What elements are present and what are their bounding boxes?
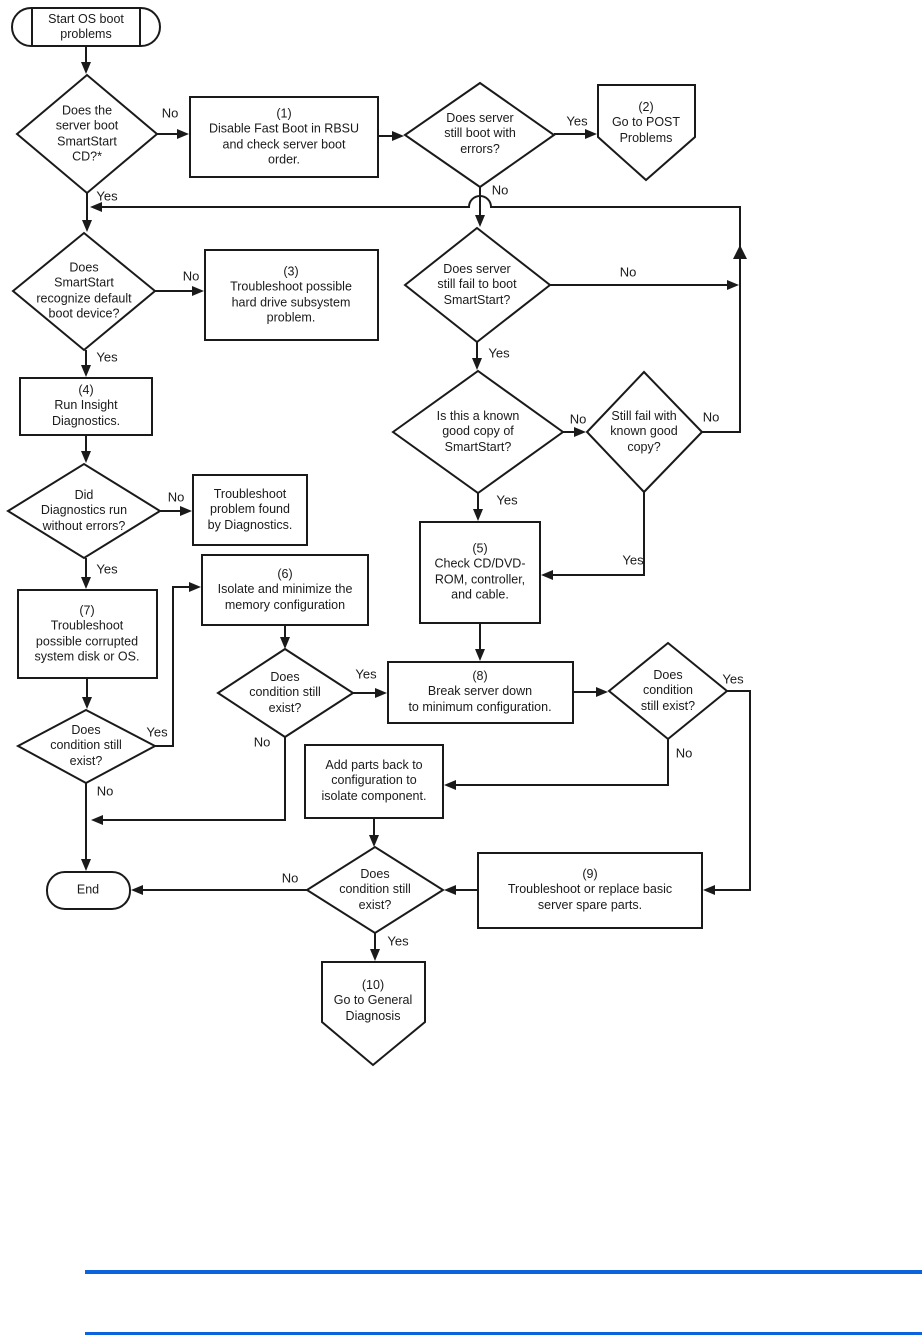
- b6-label: (6) Isolate and minimize the memory conf…: [217, 567, 353, 612]
- diamond-condition-mid: [216, 647, 355, 739]
- p2-label: (2) Go to POST Problems: [611, 100, 681, 145]
- bdiag-label: Troubleshoot problem found by Diagnostic…: [207, 487, 293, 532]
- b5-label: (5) Check CD/DVD- ROM, controller, and c…: [434, 541, 526, 602]
- edge-label-no: No: [161, 105, 179, 121]
- edge-label-no: No: [569, 411, 587, 427]
- dcondright-label: Does condition still exist?: [640, 668, 696, 713]
- edge-label-no: No: [253, 734, 271, 750]
- edge-label-no: No: [167, 489, 185, 505]
- edge-label-yes: Yes: [496, 492, 518, 508]
- b7-label: (7) Troubleshoot possible corrupted syst…: [34, 603, 140, 664]
- d6-label: Is this a known good copy of SmartStart?: [436, 409, 520, 454]
- d5-label: Does server still fail to boot SmartStar…: [437, 262, 517, 307]
- box-disable-fast-boot: [189, 96, 379, 178]
- box-run-insight-diagnostics: [19, 377, 153, 436]
- edge-label-yes: Yes: [622, 552, 644, 568]
- page-rule-bottom: [85, 1332, 922, 1335]
- terminator-start: [11, 7, 161, 47]
- b4-label: (4) Run Insight Diagnostics.: [51, 383, 121, 428]
- offpage-general-diagnosis: [321, 961, 426, 1067]
- edge-label-no: No: [281, 870, 299, 886]
- diamond-recognize-device: [11, 231, 157, 352]
- p10-label: (10) Go to General Diagnosis: [333, 978, 413, 1023]
- edge-label-yes: Yes: [722, 671, 744, 687]
- dcondmid-label: Does condition still exist?: [249, 670, 321, 715]
- start-label: Start OS boot problems: [48, 11, 124, 41]
- connector-dcondright-no-to-addparts: [444, 739, 669, 790]
- diamond-condition-bottom: [305, 845, 445, 935]
- dcondbottom-label: Does condition still exist?: [339, 867, 411, 912]
- edge-label-no: No: [96, 783, 114, 799]
- edge-label-no: No: [675, 745, 693, 761]
- dcondleft-label: Does condition still exist?: [50, 723, 122, 768]
- connector-dcondright-yes-to-b9: [703, 690, 751, 895]
- edge-label-no: No: [182, 268, 200, 284]
- edge-label-yes: Yes: [146, 724, 168, 740]
- edge-label-yes: Yes: [566, 113, 588, 129]
- edge-label-yes: Yes: [355, 666, 377, 682]
- diamond-known-copy: [391, 369, 565, 495]
- diamond-fail-boot: [403, 226, 552, 344]
- diamond-condition-left: [15, 708, 158, 785]
- b1-label: (1) Disable Fast Boot in RBSU and check …: [208, 106, 360, 167]
- diamond-diagnostics-errors: [6, 462, 162, 560]
- return-line-up-arrow: [733, 245, 747, 259]
- diamond-condition-right: [607, 641, 729, 741]
- diamond-still-fail: [585, 370, 704, 494]
- diamond-boot-smartstart: [15, 73, 159, 195]
- edge-label-yes: Yes: [96, 188, 118, 204]
- edge-label-yes: Yes: [96, 349, 118, 365]
- connector-dcondmid-no-to-trunk: [91, 737, 286, 825]
- box-hard-drive-subsystem: [204, 249, 379, 341]
- b3-label: (3) Troubleshoot possible hard drive sub…: [230, 264, 352, 325]
- terminator-end: [46, 871, 131, 910]
- edge-label-yes: Yes: [387, 933, 409, 949]
- addparts-label: Add parts back to configuration to isola…: [321, 758, 427, 803]
- box-troubleshoot-diagnostics: [192, 474, 308, 546]
- d7-label: Still fail with known good copy?: [610, 409, 678, 454]
- d2-label: Does server still boot with errors?: [444, 111, 516, 156]
- b9-label: (9) Troubleshoot or replace basic server…: [507, 867, 673, 912]
- box-check-cd-dvd: [419, 521, 541, 624]
- edge-label-no: No: [491, 182, 509, 198]
- connector-d7-yes-to-b5: [541, 492, 645, 580]
- d3-label: Does SmartStart recognize default boot d…: [36, 260, 132, 321]
- edge-label-yes: Yes: [96, 561, 118, 577]
- b8-label: (8) Break server down to minimum configu…: [408, 669, 552, 714]
- d4-label: Did Diagnostics run without errors?: [40, 488, 128, 533]
- connector-return-line-to-trunk: [90, 195, 741, 433]
- edge-label-no: No: [702, 409, 720, 425]
- edge-label-no: No: [619, 264, 637, 280]
- end-label: End: [76, 882, 100, 897]
- box-isolate-memory: [201, 554, 369, 626]
- connector-dcondleft-yes-to-b6: [155, 582, 201, 747]
- offpage-post-problems: [597, 84, 696, 182]
- d1-label: Does the server boot SmartStart CD?*: [55, 103, 119, 164]
- edge-label-yes: Yes: [488, 345, 510, 361]
- diamond-boot-errors: [403, 81, 556, 189]
- box-add-parts-back: [304, 744, 444, 819]
- box-corrupted-system-disk: [17, 589, 158, 679]
- box-break-server-down: [387, 661, 574, 724]
- box-replace-spare-parts: [477, 852, 703, 929]
- page-rule-top: [85, 1270, 922, 1274]
